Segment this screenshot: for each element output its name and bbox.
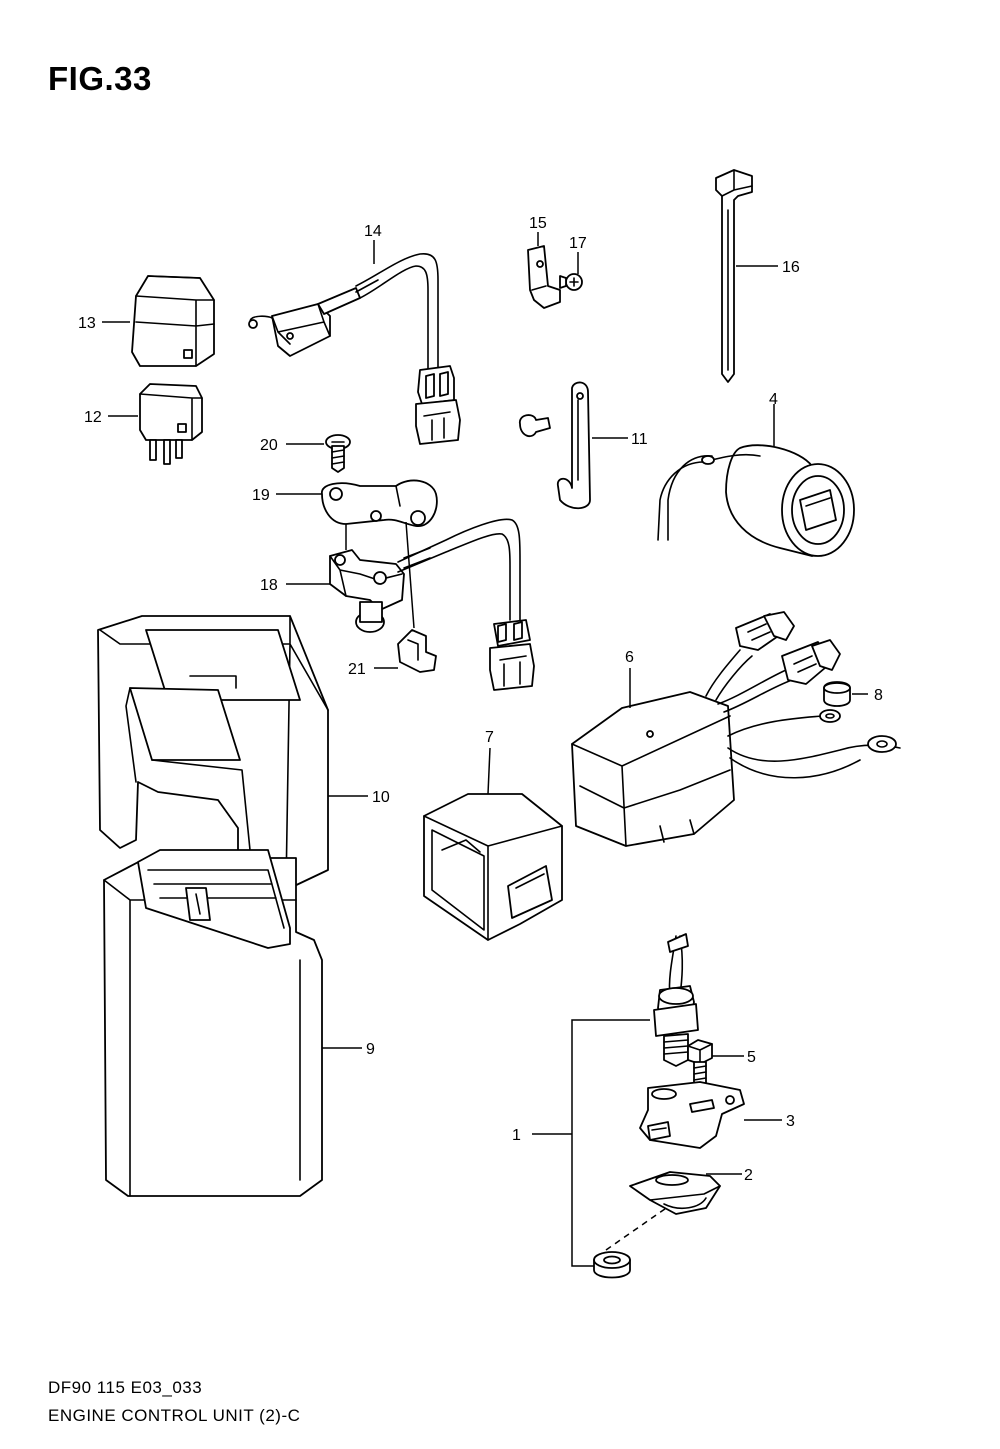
callout-6: 6 xyxy=(625,649,634,666)
callout-19: 19 xyxy=(252,487,270,504)
part-13-relay[interactable] xyxy=(102,275,215,367)
part-6-module[interactable] xyxy=(571,611,901,847)
part-20-screw[interactable] xyxy=(286,434,351,473)
callout-14: 14 xyxy=(364,223,382,240)
part-3-plate[interactable] xyxy=(639,1081,782,1149)
part-12-small-relay[interactable] xyxy=(108,383,203,465)
callout-8: 8 xyxy=(874,687,883,704)
part-15-clamp[interactable] xyxy=(527,232,561,309)
part-11-strap[interactable] xyxy=(519,381,628,510)
part-8-cap[interactable] xyxy=(823,681,868,707)
callout-4: 4 xyxy=(769,391,778,408)
part-4-meter[interactable] xyxy=(657,404,855,557)
callout-3: 3 xyxy=(786,1113,795,1130)
figure-code: DF90 115 E03_033 xyxy=(48,1378,203,1397)
part-14-switch-harness[interactable] xyxy=(248,240,461,445)
part-10-cover[interactable] xyxy=(97,615,368,889)
callout-18: 18 xyxy=(260,577,278,594)
callout-20: 20 xyxy=(260,437,278,454)
callout-7: 7 xyxy=(485,729,494,746)
callout-10: 10 xyxy=(372,789,390,806)
callout-9: 9 xyxy=(366,1041,375,1058)
part-18-sensor-harness[interactable] xyxy=(286,518,535,691)
callout-16: 16 xyxy=(782,259,800,276)
callout-21: 21 xyxy=(348,661,366,678)
callout-11: 11 xyxy=(631,431,648,448)
callout-15: 15 xyxy=(529,215,547,232)
part-21-clip[interactable] xyxy=(374,629,437,673)
figure-title: FIG.33 xyxy=(48,60,152,97)
callout-17: 17 xyxy=(569,235,587,252)
part-19-bracket[interactable] xyxy=(276,479,438,527)
callout-2: 2 xyxy=(744,1167,753,1184)
part-17-screw[interactable] xyxy=(559,252,583,291)
figure-caption: ENGINE CONTROL UNIT (2)-C xyxy=(48,1406,301,1425)
part-9-ecu[interactable] xyxy=(103,849,362,1197)
part-2-clip-plate[interactable] xyxy=(629,1171,742,1215)
part-5-bolt[interactable] xyxy=(687,1039,744,1095)
part-1-sensor-assembly[interactable] xyxy=(532,933,699,1279)
callout-13: 13 xyxy=(78,315,96,332)
callout-5: 5 xyxy=(747,1049,756,1066)
part-16-cable-tie[interactable] xyxy=(715,169,778,383)
callout-1: 1 xyxy=(512,1127,521,1144)
part-7-box[interactable] xyxy=(423,747,563,941)
callout-12: 12 xyxy=(84,409,102,426)
